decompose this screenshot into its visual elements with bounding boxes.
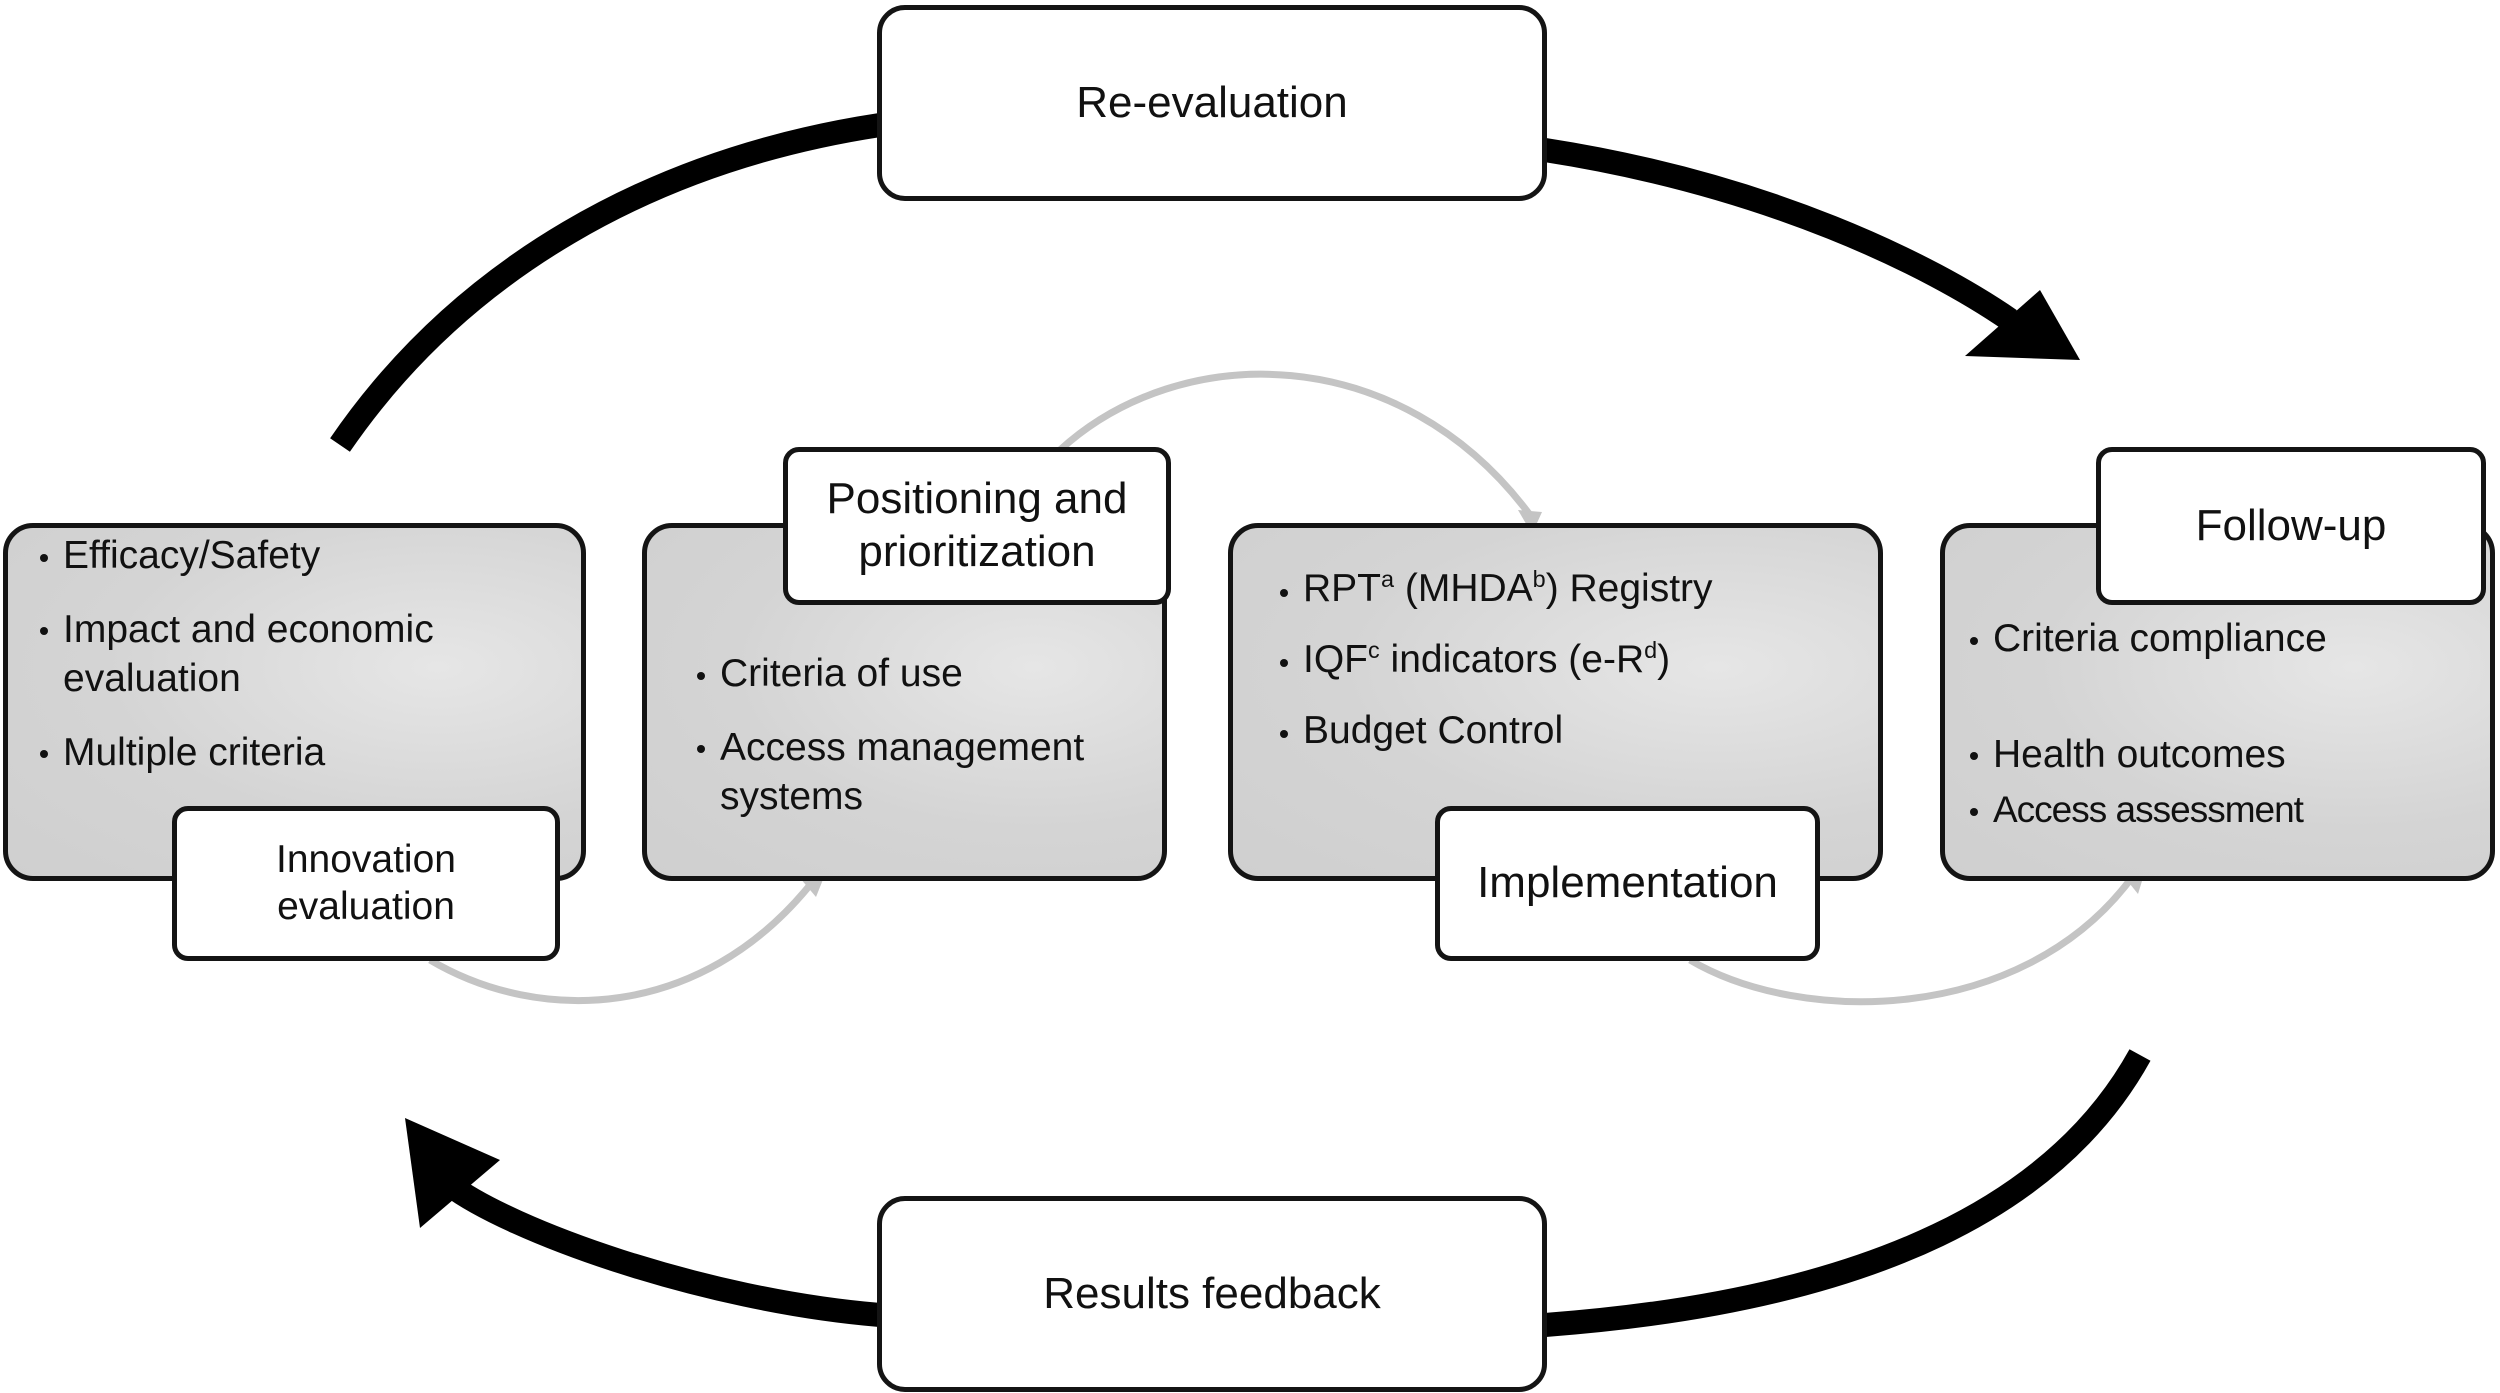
- implementation-label: Implementation: [1477, 858, 1778, 908]
- follow-up-label: Follow-up: [2195, 500, 2387, 550]
- stage-label-positioning: Positioning and prioritization: [783, 447, 1171, 605]
- bullet-health-outcomes: Health outcomes: [1968, 730, 2488, 780]
- innovation-label-line-1: Innovation: [276, 837, 456, 881]
- stage-label-follow-up: Follow-up: [2096, 447, 2486, 605]
- stage-label-innovation: Innovation evaluation: [172, 806, 560, 961]
- outer-arrow-bottom-left: [442, 1175, 882, 1327]
- bullet-multiple-criteria: Multiple criteria: [38, 728, 558, 778]
- bullet-budget-control: Budget Control: [1278, 708, 1838, 755]
- outer-arrow-top-right: [1543, 138, 2017, 330]
- results-feedback-label: Results feedback: [1043, 1268, 1381, 1318]
- stage-bullets-innovation: Efficacy/Safety Impact and economic eval…: [38, 531, 558, 801]
- results-feedback-box: Results feedback: [877, 1196, 1547, 1392]
- outer-arrowhead-right: [1965, 290, 2080, 360]
- connector-arc-2-3: [1057, 370, 1533, 518]
- stage-bullets-implementation: RPTa (MHDAb) Registry IQFc indicators (e…: [1278, 566, 1838, 778]
- outer-arrow-top-left: [330, 113, 882, 452]
- outer-arrow-bottom-right: [1544, 1049, 2151, 1337]
- bullet-access-management: Access management systems: [695, 723, 1165, 822]
- re-evaluation-label: Re-evaluation: [1076, 77, 1348, 127]
- connector-arrowhead-2-3: [1518, 510, 1542, 534]
- bullet-criteria-of-use: Criteria of use: [695, 649, 1165, 699]
- connector-arc-1-2: [428, 882, 813, 1005]
- connector-arc-3-4: [1688, 877, 2133, 1006]
- bullet-efficacy-safety: Efficacy/Safety: [38, 531, 558, 581]
- positioning-label-line-2: prioritization: [858, 527, 1096, 576]
- stage-bullets-positioning: Criteria of use Access management system…: [695, 649, 1165, 846]
- stage-label-implementation: Implementation: [1435, 806, 1820, 961]
- stage-bullets-follow-up: Criteria compliance Health outcomes Acce…: [1968, 614, 2488, 858]
- positioning-label-line-1: Positioning and: [826, 474, 1128, 524]
- re-evaluation-box: Re-evaluation: [877, 5, 1547, 201]
- bullet-rpt-registry: RPTa (MHDAb) Registry: [1278, 566, 1838, 613]
- bullet-iqf-indicators: IQFc indicators (e-Rd): [1278, 637, 1838, 684]
- bullet-access-assessment: Access assessment: [1968, 787, 2488, 834]
- bullet-criteria-compliance: Criteria compliance: [1968, 614, 2488, 664]
- innovation-label-line-2: evaluation: [277, 884, 455, 928]
- bullet-impact-economic: Impact and economic evaluation: [38, 605, 558, 704]
- outer-arrowhead-left: [405, 1118, 500, 1228]
